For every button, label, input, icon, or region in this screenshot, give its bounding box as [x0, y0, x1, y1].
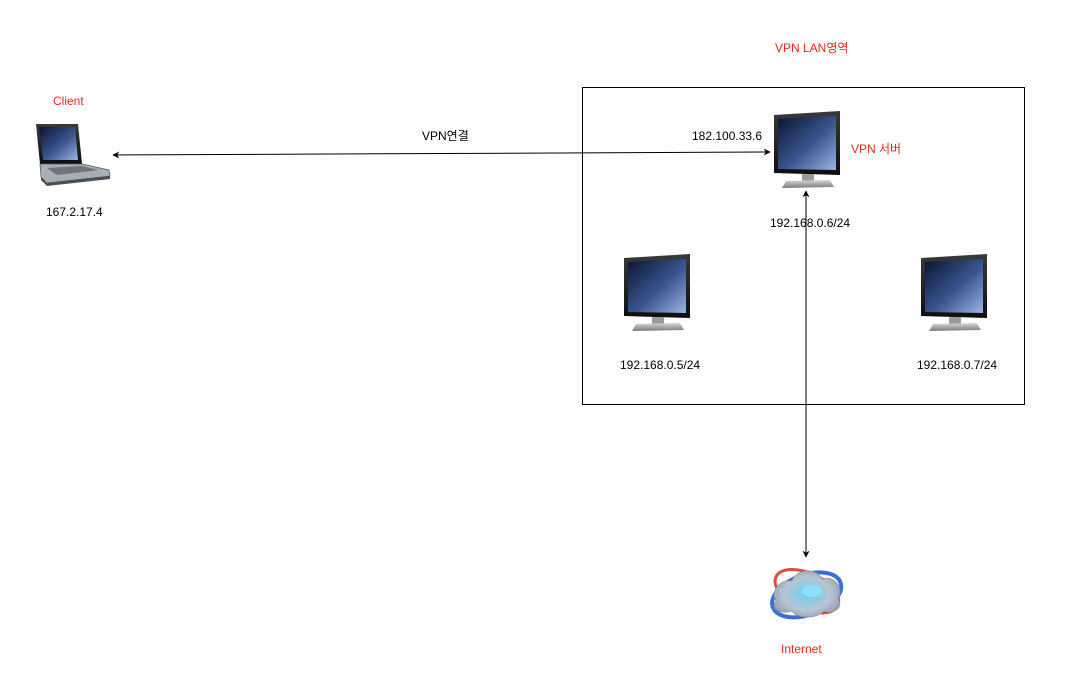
- monitor-icon-host-left[interactable]: [624, 254, 690, 331]
- monitor-icon-host-right[interactable]: [921, 254, 987, 331]
- vpn-server-lan-ip: 192.168.0.6/24: [770, 216, 851, 230]
- lan-host-right-ip: 192.168.0.7/24: [917, 358, 998, 372]
- client-ip-label: 167.2.17.4: [46, 205, 103, 219]
- client-label: Client: [53, 94, 84, 108]
- globe-cloud-icon[interactable]: [766, 561, 847, 626]
- vpn-server-public-ip: 182.100.33.6: [692, 129, 763, 143]
- lan-host-left-ip: 192.168.0.5/24: [620, 358, 701, 372]
- vpn-server-label: VPN 서버: [851, 142, 902, 156]
- laptop-icon[interactable]: [36, 124, 111, 186]
- lan-area-label: VPN LAN영역: [775, 41, 849, 55]
- vpn-connection-line: [112, 148, 771, 159]
- monitor-icon-vpn-server[interactable]: [774, 111, 840, 188]
- vpn-connection-label: VPN연결: [422, 129, 469, 143]
- internet-label: Internet: [781, 642, 822, 656]
